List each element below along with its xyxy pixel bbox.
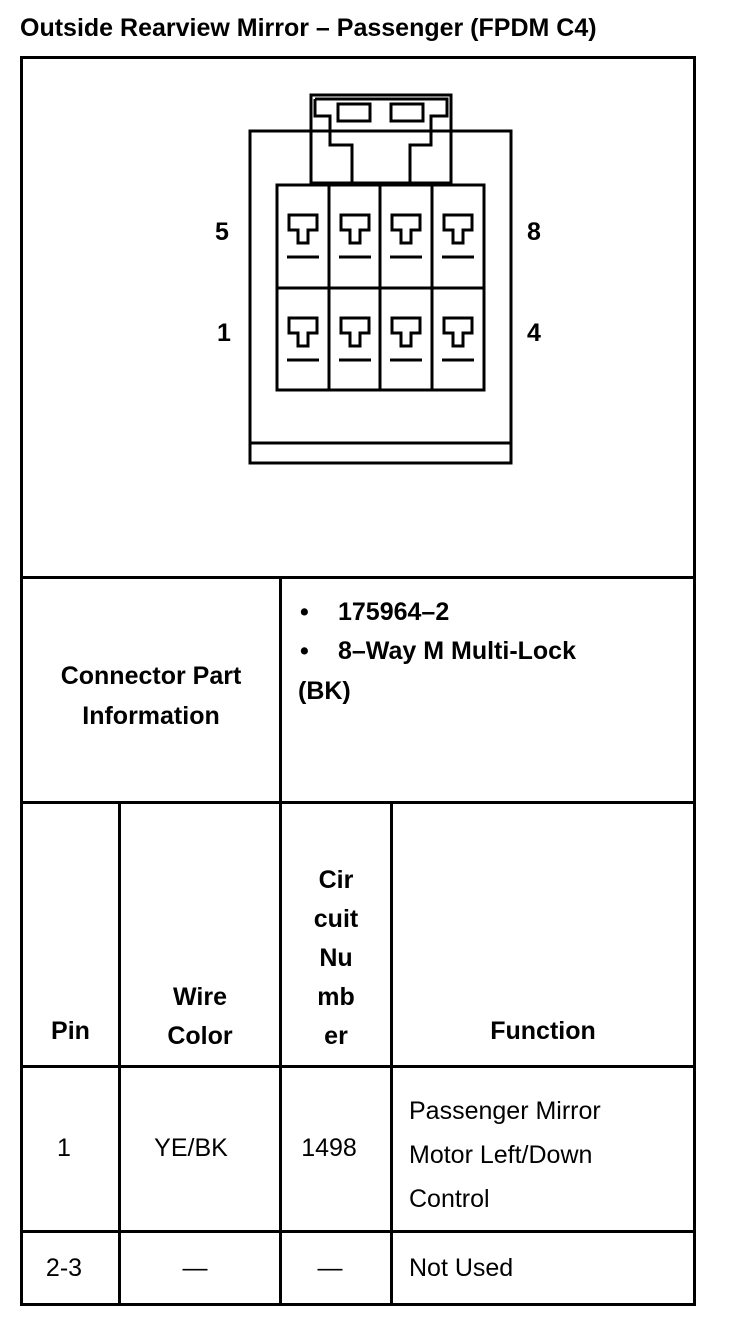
row2-pin: 2-3 <box>45 1254 83 1282</box>
divider-diagram-bottom <box>20 576 696 579</box>
header-wire-color-line2: Color <box>167 1022 233 1050</box>
divider-row1-bottom <box>20 1230 696 1233</box>
header-circuit-line5: er <box>324 1022 348 1050</box>
frame-right-border <box>693 56 696 1306</box>
pin-label-1: 1 <box>217 319 231 347</box>
connector-info-label-line1: Connector Part <box>60 662 242 690</box>
part-number: 175964–2 <box>338 598 450 626</box>
terminal-cavity-icon <box>339 316 371 348</box>
pin-label-5: 5 <box>215 218 229 246</box>
row1-wire-color: YE/BK <box>154 1134 228 1162</box>
terminal-cavity-icon <box>442 316 474 348</box>
row2-function: Not Used <box>409 1254 514 1282</box>
divider-info-bottom <box>20 801 696 804</box>
header-circuit-line1: Cir <box>318 866 354 894</box>
connector-table-frame <box>20 56 696 1306</box>
header-wire-color: Wire Color <box>121 978 279 1056</box>
bullet-icon: • <box>300 598 309 626</box>
row1-function: Passenger Mirror Motor Left/Down Control <box>409 1089 601 1221</box>
row1-function-line2: Motor Left/Down <box>409 1141 593 1169</box>
header-wire-color-line1: Wire <box>173 983 227 1011</box>
pin-label-8: 8 <box>527 218 541 246</box>
header-function: Function <box>490 1017 596 1045</box>
row2-wire-color: — <box>182 1254 208 1282</box>
connector-description: 8–Way M Multi-Lock <box>338 637 576 665</box>
divider-col-wire <box>279 801 282 1306</box>
row1-function-line3: Control <box>409 1185 490 1213</box>
header-circuit-line3: Nu <box>319 944 353 972</box>
divider-col-pin <box>118 801 121 1306</box>
terminal-cavity-icon <box>390 213 422 245</box>
divider-col-circuit <box>390 801 393 1306</box>
terminal-cavity-icon <box>339 213 371 245</box>
pin-label-4: 4 <box>527 319 541 347</box>
divider-info-column <box>279 576 282 804</box>
terminal-cavity-icon <box>287 316 319 348</box>
header-circuit-number: Cir cuit Nu mb er <box>282 861 390 1056</box>
connector-color: (BK) <box>298 677 351 705</box>
row1-pin: 1 <box>57 1134 71 1162</box>
row2-circuit: — <box>317 1254 343 1282</box>
page-title: Outside Rearview Mirror – Passenger (FPD… <box>20 14 597 42</box>
connector-info-label-line2: Information <box>82 702 220 730</box>
row1-circuit: 1498 <box>301 1134 357 1162</box>
terminal-cavity-icon <box>390 316 422 348</box>
header-pin: Pin <box>51 1017 90 1045</box>
header-circuit-line4: mb <box>317 983 355 1011</box>
terminal-cavity-icon <box>442 213 474 245</box>
divider-header-bottom <box>20 1065 696 1068</box>
bullet-icon: • <box>300 637 309 665</box>
connector-info-label: Connector Part Information <box>23 656 279 736</box>
terminal-cavity-icon <box>287 213 319 245</box>
header-circuit-line2: cuit <box>313 905 359 933</box>
row1-function-line1: Passenger Mirror <box>409 1097 601 1125</box>
